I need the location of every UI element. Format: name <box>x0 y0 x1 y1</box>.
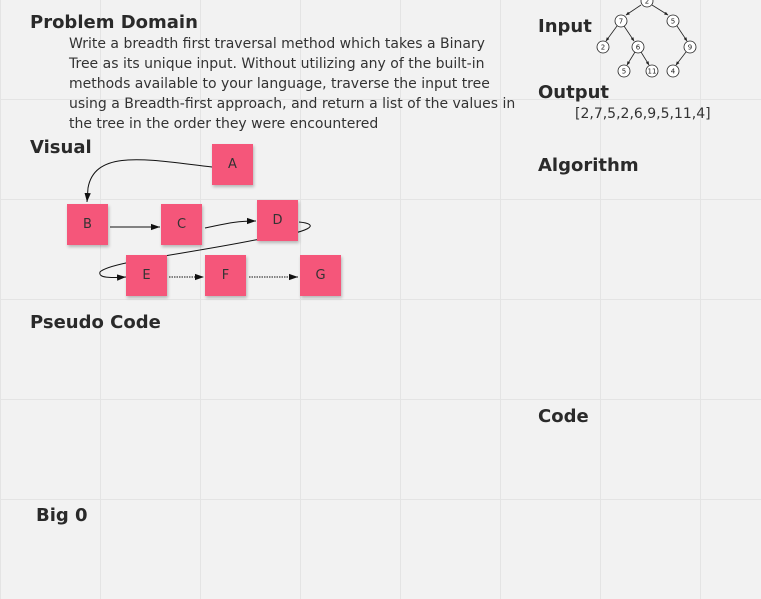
input-heading: Input <box>538 16 592 37</box>
tree-node-right-right: 9 <box>688 44 692 52</box>
sticky-note-f[interactable]: F <box>205 255 246 296</box>
sticky-note-g[interactable]: G <box>300 255 341 296</box>
arrow-c-to-d <box>204 217 257 229</box>
sticky-note-d[interactable]: D <box>257 200 298 241</box>
tree-node-lr-right: 11 <box>648 68 657 76</box>
tree-node-root: 2 <box>645 0 649 6</box>
sticky-note-c[interactable]: C <box>161 204 202 245</box>
big-o-heading: Big 0 <box>36 505 88 526</box>
visual-heading: Visual <box>30 137 92 158</box>
tree-node-left-left: 2 <box>601 44 605 52</box>
output-value: [2,7,5,2,6,9,5,11,4] <box>575 106 711 122</box>
sticky-note-a[interactable]: A <box>212 144 253 185</box>
tree-node-left-right: 6 <box>636 44 641 52</box>
pseudo-code-heading: Pseudo Code <box>30 312 161 333</box>
tree-node-lr-left: 5 <box>622 68 626 76</box>
problem-domain-heading: Problem Domain <box>30 12 198 33</box>
code-heading: Code <box>538 406 589 427</box>
problem-description: Write a breadth first traversal method w… <box>69 36 516 132</box>
tree-node-left: 7 <box>619 18 623 26</box>
output-heading: Output <box>538 82 610 103</box>
algorithm-heading: Algorithm <box>538 155 639 176</box>
tree-node-right: 5 <box>671 18 675 26</box>
sticky-note-b[interactable]: B <box>67 204 108 245</box>
sticky-note-e[interactable]: E <box>126 255 167 296</box>
tree-node-rr-left: 4 <box>671 68 676 76</box>
arrow-a-to-b <box>84 159 213 203</box>
